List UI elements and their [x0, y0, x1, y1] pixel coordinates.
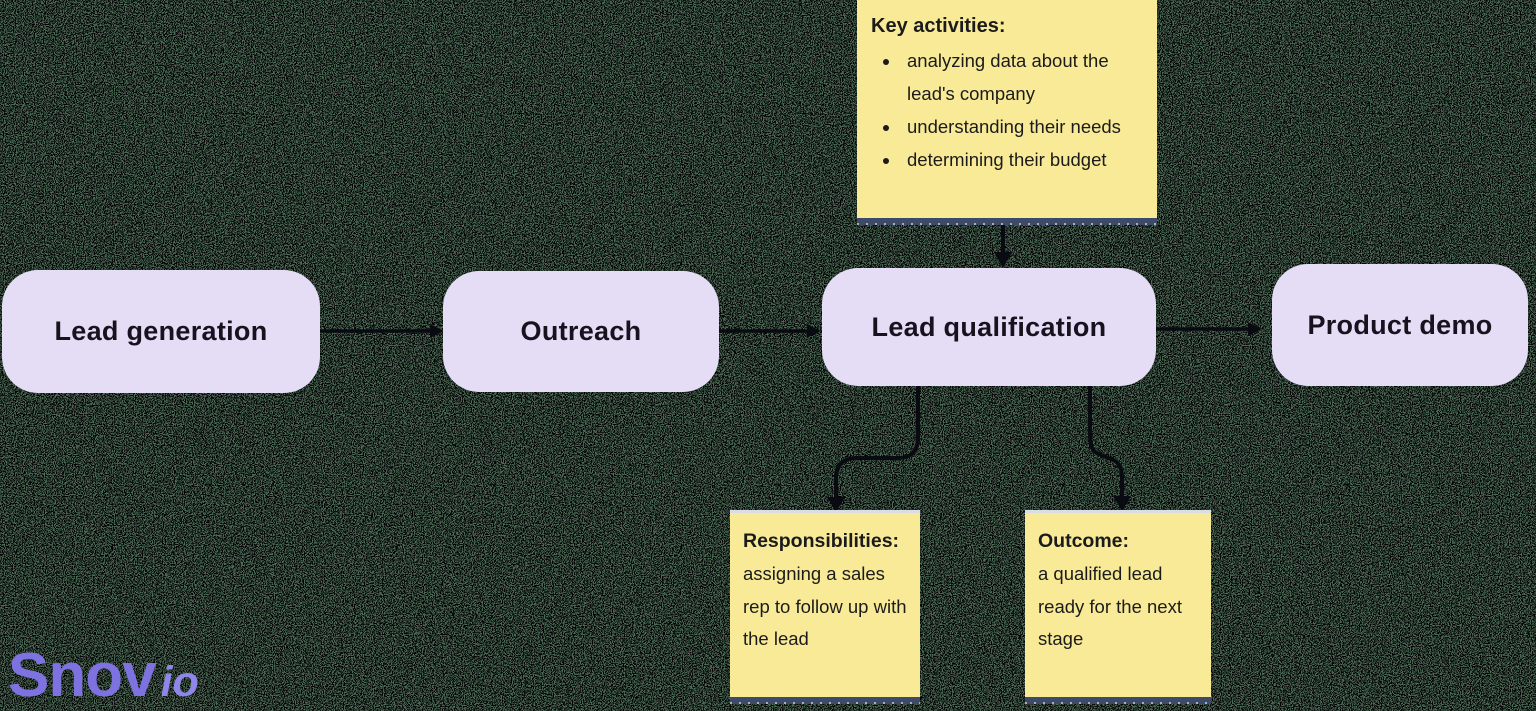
- stage-product-demo: Product demo: [1272, 264, 1528, 386]
- logo-brand-text: Snov: [8, 641, 157, 710]
- list-item: analyzing data about the lead's company: [901, 44, 1143, 110]
- stage-label: Outreach: [520, 316, 642, 346]
- stage-lead-qualification: Lead qualification: [822, 268, 1156, 386]
- key-activities-list: analyzing data about the lead's company …: [871, 44, 1143, 176]
- note-bottom-edge: [1025, 697, 1211, 704]
- note-title: Outcome:: [1038, 530, 1130, 552]
- note-bottom-edge: [857, 218, 1157, 225]
- note-outcome: Outcome: a qualified lead ready for the …: [1025, 510, 1211, 704]
- stage-label: Lead generation: [54, 316, 268, 346]
- stage-label: Lead qualification: [871, 311, 1107, 342]
- note-title: Key activities:: [871, 15, 1006, 37]
- note-key-activities: Key activities: analyzing data about the…: [857, 0, 1157, 225]
- stage-outreach: Outreach: [443, 271, 719, 392]
- note-responsibilities: Responsibilities: assigning a sales rep …: [730, 510, 920, 704]
- stage-label: Product demo: [1307, 309, 1493, 340]
- note-body: assigning a sales rep to follow up with …: [743, 563, 907, 649]
- list-item: understanding their needs: [901, 110, 1143, 143]
- stage-lead-generation: Lead generation: [2, 270, 320, 393]
- logo-suffix-text: io: [160, 658, 199, 706]
- note-title: Responsibilities:: [743, 530, 900, 552]
- snov-io-logo: Snov io: [8, 641, 199, 710]
- list-item: determining their budget: [901, 143, 1143, 176]
- note-bottom-edge: [730, 697, 920, 704]
- note-body: a qualified lead ready for the next stag…: [1038, 563, 1182, 649]
